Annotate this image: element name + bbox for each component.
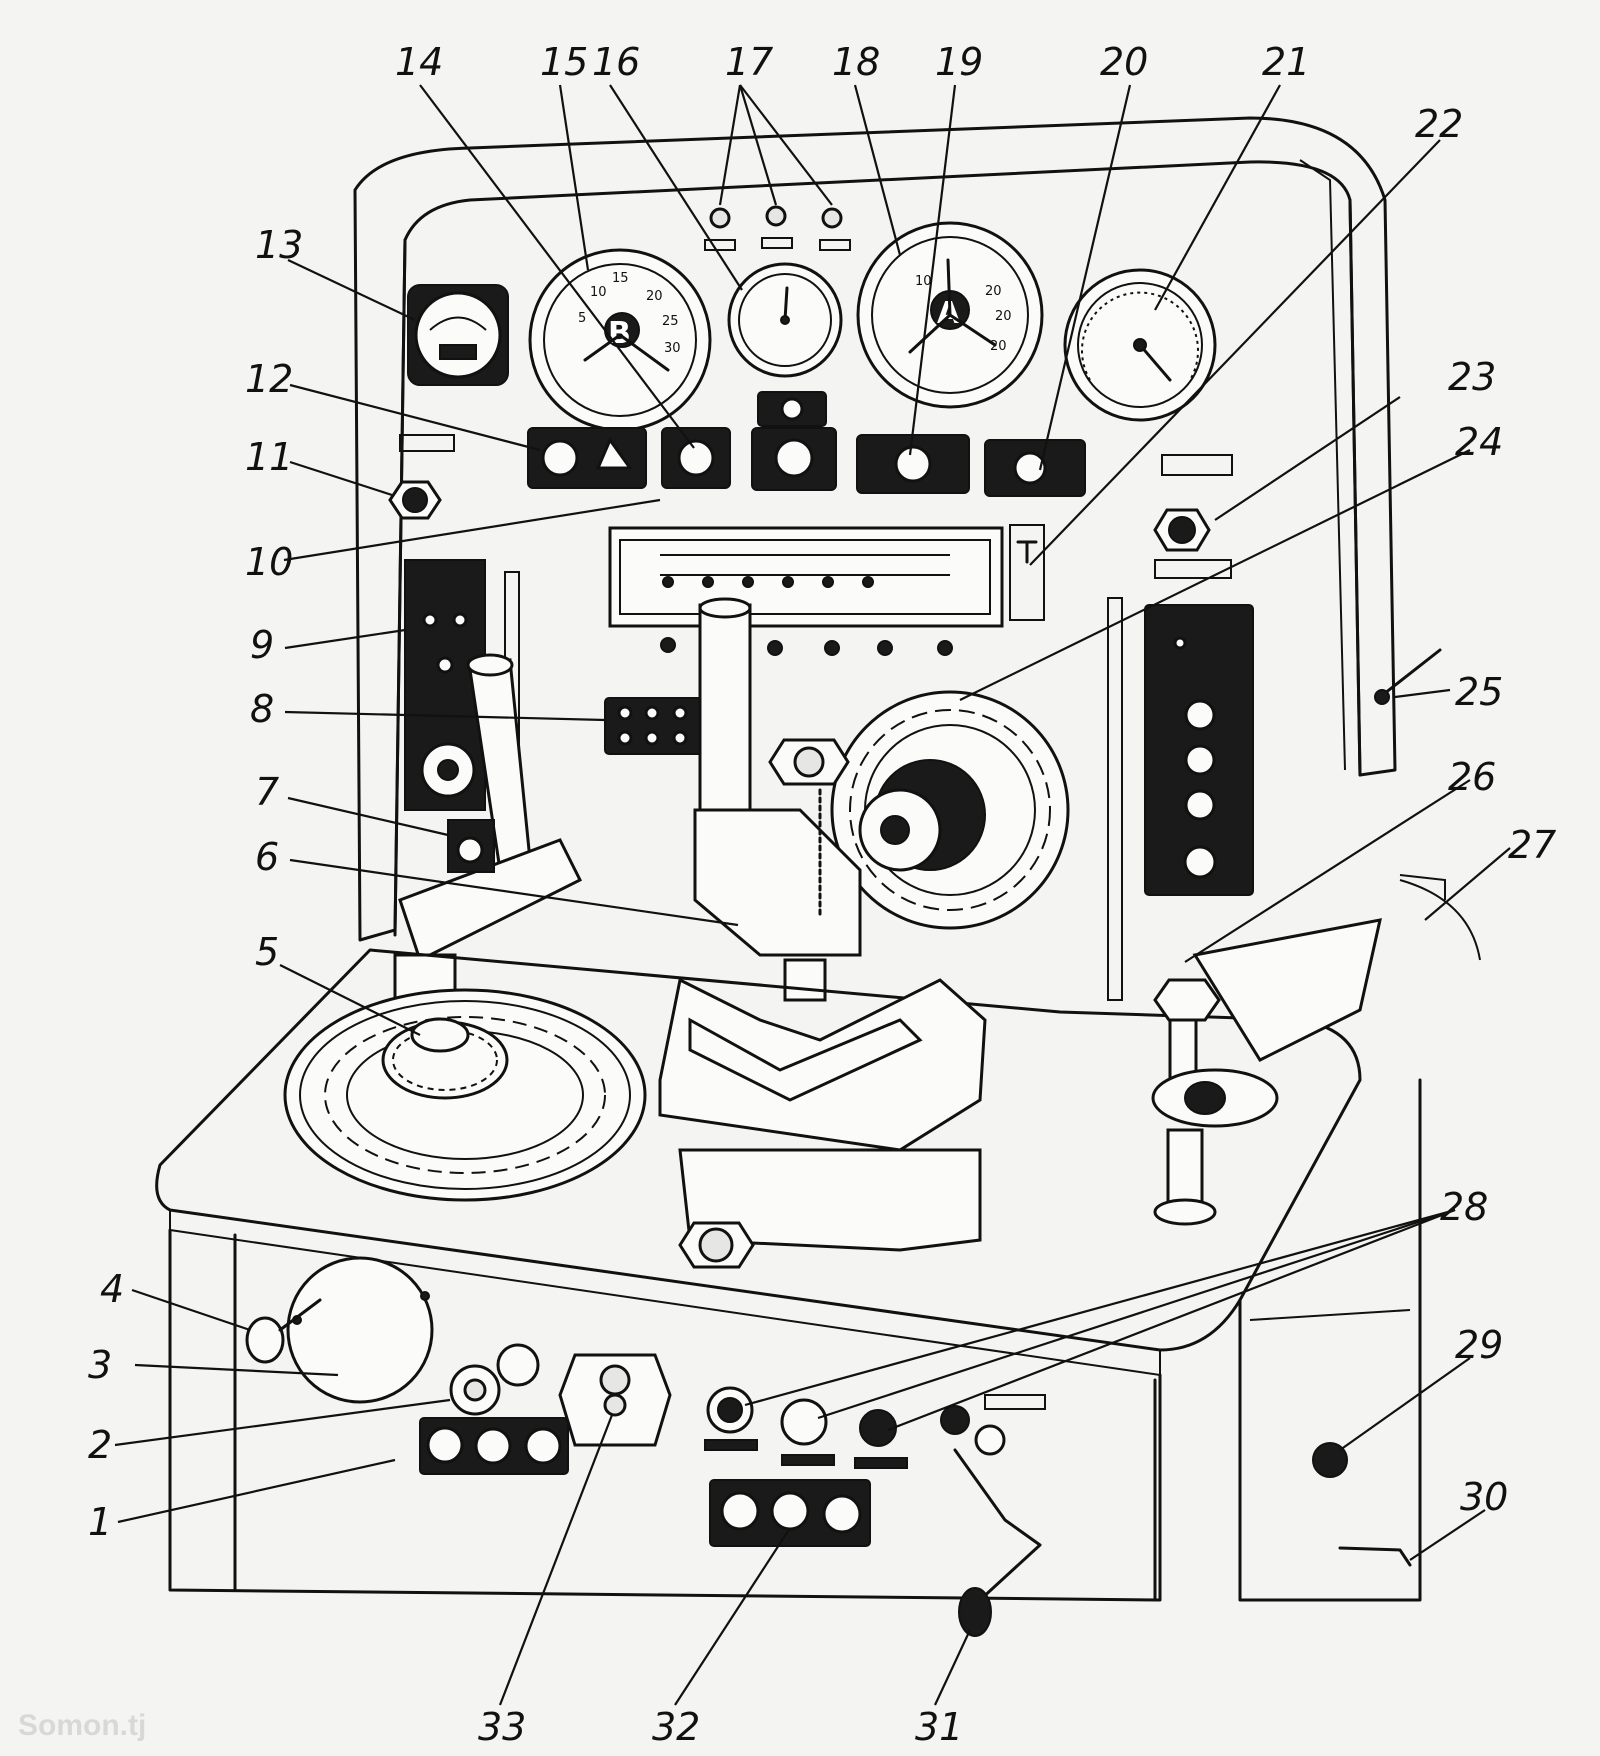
callout-11: 11 bbox=[245, 435, 293, 479]
lamp-icon bbox=[821, 207, 843, 229]
voltmeter-tick: 5 bbox=[578, 311, 586, 326]
callout-26: 26 bbox=[1448, 755, 1496, 799]
callout-3: 3 bbox=[88, 1343, 112, 1387]
right-control-panel bbox=[1107, 597, 1254, 1001]
callout-24: 24 bbox=[1455, 420, 1503, 464]
voltmeter-letter: B bbox=[608, 316, 631, 351]
callout-1: 1 bbox=[88, 1500, 112, 1544]
callout-21: 21 bbox=[1262, 40, 1310, 84]
voltmeter-tick: 25 bbox=[662, 314, 679, 329]
callout-18: 18 bbox=[832, 40, 880, 84]
voltmeter-tick: 20 bbox=[646, 289, 663, 304]
ammeter-tick: 20 bbox=[990, 339, 1007, 354]
callout-25: 25 bbox=[1455, 670, 1503, 714]
callout-22: 22 bbox=[1415, 102, 1463, 146]
back-panel bbox=[353, 116, 1397, 942]
rheostat-plate bbox=[286, 1256, 434, 1404]
callout-6: 6 bbox=[255, 835, 279, 879]
switch-block-1 bbox=[419, 1417, 569, 1475]
tachometer bbox=[1063, 268, 1217, 422]
leader-lines bbox=[114, 84, 1511, 1706]
callout-5: 5 bbox=[255, 930, 279, 974]
right-spindle bbox=[1151, 879, 1481, 1226]
mount-bracket-27 bbox=[1399, 874, 1446, 900]
callout-4: 4 bbox=[100, 1267, 124, 1311]
knob-left-11 bbox=[388, 480, 442, 520]
callout-17: 17 bbox=[725, 40, 773, 84]
lamp-icon bbox=[765, 205, 787, 227]
callout-19: 19 bbox=[935, 40, 983, 84]
ammeter-tick: 20 bbox=[985, 284, 1002, 299]
ammeter: A 10 20 20 20 bbox=[856, 221, 1044, 409]
graduated-disc bbox=[830, 690, 1070, 930]
switch-row bbox=[399, 391, 1086, 497]
callout-28: 28 bbox=[1440, 1185, 1488, 1229]
knob-right-23 bbox=[1153, 454, 1233, 579]
callout-20: 20 bbox=[1100, 40, 1148, 84]
callout-10: 10 bbox=[245, 540, 293, 584]
voltmeter-tick: 15 bbox=[612, 271, 629, 286]
callout-numbers: 1 2 3 4 5 6 7 8 9 10 11 12 13 14 15 16 1… bbox=[88, 40, 1556, 1749]
side-latch-30 bbox=[1338, 1546, 1412, 1567]
lamp-row-28 bbox=[704, 1386, 908, 1469]
callout-14: 14 bbox=[395, 40, 443, 84]
callout-27: 27 bbox=[1508, 823, 1556, 867]
vise bbox=[658, 977, 987, 1269]
callout-2: 2 bbox=[88, 1423, 112, 1467]
ammeter-scale: 10 20 20 20 bbox=[915, 274, 1012, 354]
callout-9: 9 bbox=[250, 623, 274, 667]
indicator-lamps bbox=[704, 205, 851, 251]
crank-handle-31 bbox=[940, 1394, 1046, 1637]
clamp-column bbox=[693, 597, 862, 1002]
ammeter-tick: 10 bbox=[915, 274, 932, 289]
rheostat-handle bbox=[245, 1298, 322, 1364]
callout-16: 16 bbox=[592, 40, 640, 84]
callout-29: 29 bbox=[1455, 1323, 1503, 1367]
knob-2 bbox=[449, 1343, 540, 1416]
toggle-33 bbox=[558, 1353, 672, 1447]
callout-33: 33 bbox=[478, 1705, 526, 1749]
cabinet-front bbox=[168, 1078, 1422, 1602]
socket-block bbox=[604, 697, 704, 755]
callout-7: 7 bbox=[255, 770, 279, 814]
small-voltmeter bbox=[407, 284, 509, 386]
voltmeter-scale: 5 10 15 20 25 30 bbox=[578, 271, 681, 356]
callout-8: 8 bbox=[250, 687, 274, 731]
side-knob-29 bbox=[1312, 1442, 1348, 1478]
turntable bbox=[283, 988, 647, 1202]
button-block-32 bbox=[709, 1479, 871, 1547]
callout-23: 23 bbox=[1448, 355, 1496, 399]
voltmeter-tick: 30 bbox=[664, 341, 681, 356]
callout-31: 31 bbox=[915, 1705, 963, 1749]
voltmeter: B 5 10 15 20 25 30 bbox=[528, 248, 712, 432]
callout-30: 30 bbox=[1460, 1475, 1508, 1519]
ammeter-tick: 20 bbox=[995, 309, 1012, 324]
watermark: Somon.tj bbox=[18, 1709, 146, 1742]
callout-12: 12 bbox=[245, 357, 293, 401]
callout-15: 15 bbox=[540, 40, 588, 84]
lamp-icon bbox=[709, 207, 731, 229]
relay-panel bbox=[608, 524, 1045, 656]
voltmeter-tick: 10 bbox=[590, 285, 607, 300]
callout-32: 32 bbox=[652, 1705, 700, 1749]
clock-gauge bbox=[727, 262, 843, 378]
callout-13: 13 bbox=[255, 223, 303, 267]
side-lever-25 bbox=[1374, 648, 1442, 705]
